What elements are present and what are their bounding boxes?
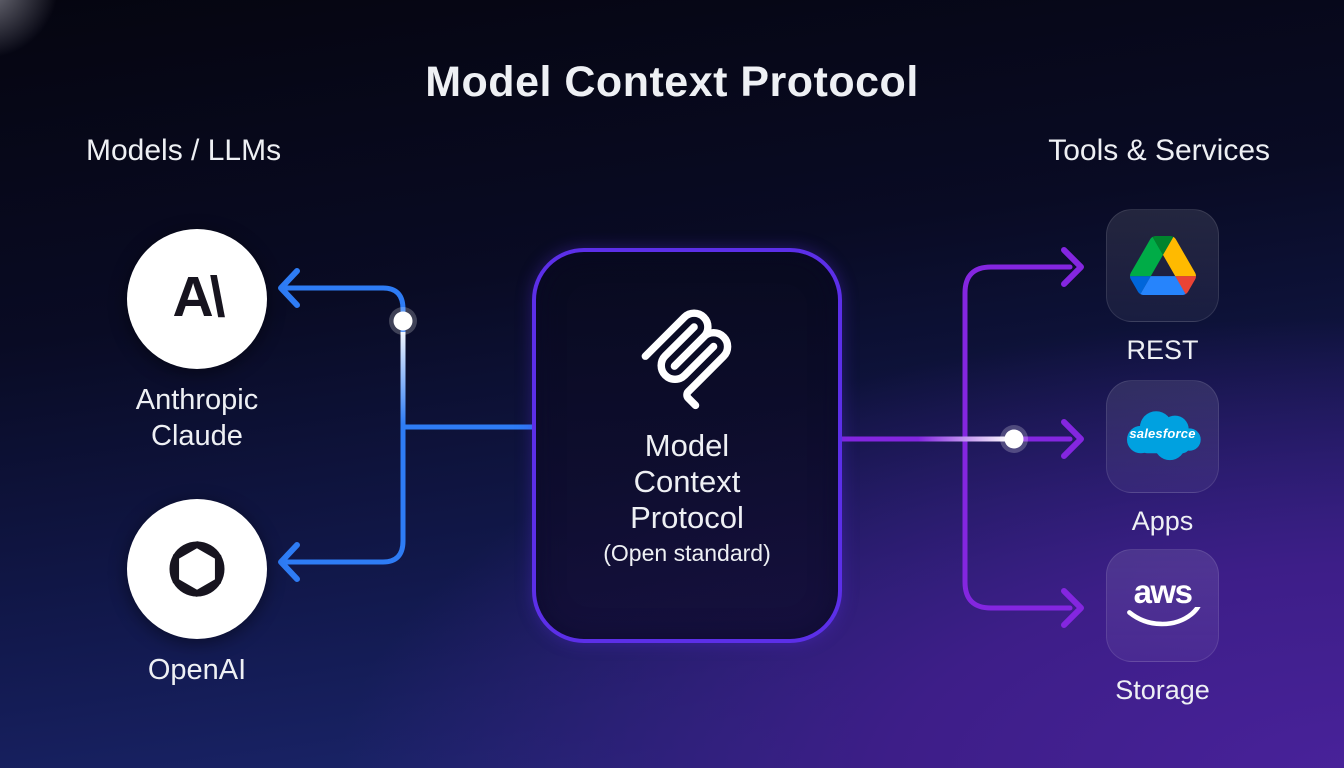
arrow-right-apps-icon	[1061, 419, 1084, 459]
page-title: Model Context Protocol	[425, 58, 919, 106]
service-rest: REST	[1106, 209, 1219, 366]
connector-to-storage	[962, 436, 1073, 611]
salesforce-wordmark: salesforce	[1129, 425, 1196, 441]
openai-logo-circle	[127, 499, 267, 639]
arrow-left-openai-icon	[278, 542, 300, 582]
mcp-box-subtitle: (Open standard)	[603, 540, 771, 566]
apps-label: Apps	[1131, 506, 1194, 536]
aws-smile-icon	[1126, 602, 1201, 626]
mcp-logo-icon	[641, 309, 732, 410]
arrow-right-storage-icon	[1061, 588, 1084, 628]
section-label-models: Models / LLMs	[86, 134, 282, 167]
apps-tile: salesforce	[1106, 380, 1219, 493]
rest-tile	[1106, 209, 1219, 322]
openai-logo-icon	[169, 541, 225, 597]
connector-to-anthropic	[284, 285, 406, 430]
aws-wordmark: aws	[1133, 572, 1193, 610]
rest-label: REST	[1126, 335, 1199, 365]
arrow-left-anthropic-icon	[278, 268, 300, 308]
service-apps: salesforce Apps	[1106, 380, 1219, 537]
pulse-dot-left	[393, 311, 413, 331]
pulse-dot-right	[1004, 429, 1024, 449]
node-openai: OpenAI	[57, 499, 337, 688]
mcp-box: Model Context Protocol (Open standard)	[532, 248, 842, 643]
google-drive-icon	[1129, 236, 1196, 295]
openai-label: OpenAI	[147, 654, 247, 686]
salesforce-icon	[1126, 410, 1201, 460]
anthropic-logo-icon: A\	[172, 265, 226, 329]
storage-label: Storage	[1115, 675, 1210, 705]
arrow-right-rest-icon	[1061, 247, 1084, 287]
anthropic-label: Anthropic Claude	[135, 384, 259, 452]
anthropic-logo-circle: A\	[127, 229, 267, 369]
section-label-tools: Tools & Services	[1048, 134, 1270, 167]
connector-to-openai	[284, 424, 406, 565]
service-storage: aws Storage	[1106, 549, 1219, 706]
mcp-box-title: Model Context Protocol	[630, 428, 744, 535]
connector-to-rest	[962, 264, 1073, 442]
storage-tile: aws	[1106, 549, 1219, 662]
model-connectors	[278, 268, 535, 582]
node-anthropic: A\ Anthropic Claude	[57, 229, 337, 454]
aws-icon: aws	[1121, 572, 1205, 635]
